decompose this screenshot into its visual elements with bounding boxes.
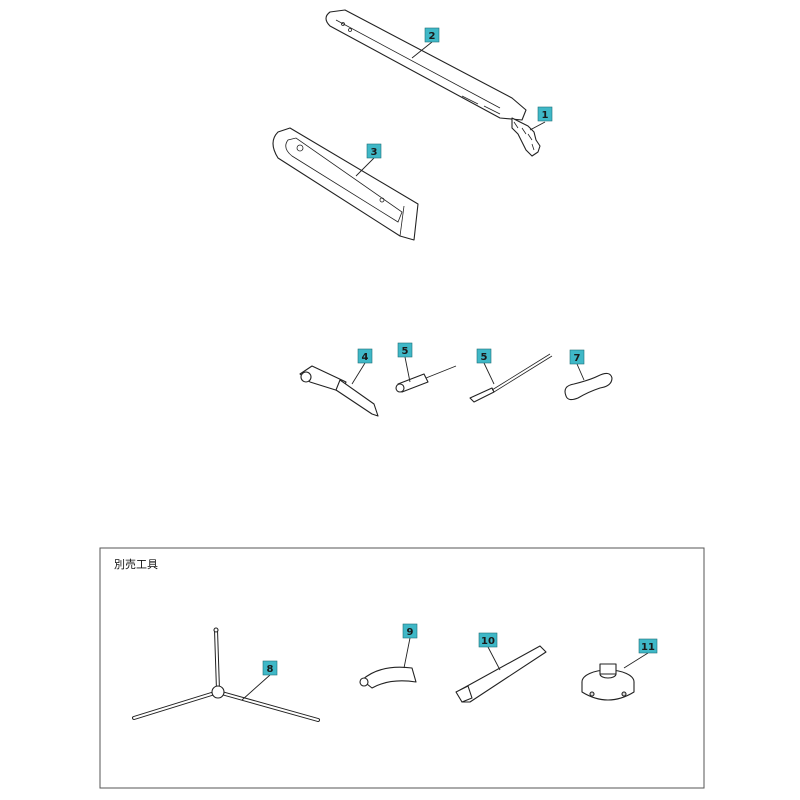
leader-10: [487, 646, 501, 671]
callout-box-2: [424, 27, 440, 43]
callout-11: 11: [641, 642, 655, 653]
callout-7: 7: [574, 353, 581, 364]
callout-box-5a: [397, 342, 413, 358]
guide-bar: [325, 9, 527, 121]
leader-4: [351, 362, 366, 385]
callout-box-5b: [476, 348, 492, 364]
leader-1: [529, 121, 546, 131]
combination-wrench: [299, 365, 379, 417]
callout-box-10: [478, 632, 498, 648]
callout-3: 3: [371, 147, 378, 158]
callout-box-8: [262, 660, 278, 676]
leader-8: [241, 674, 271, 701]
leader-11: [623, 652, 649, 669]
callout-box-9: [402, 623, 418, 639]
callout-box-11: [638, 638, 658, 654]
depth-gauge: [564, 372, 613, 401]
round-file: [469, 353, 553, 403]
three-way-wrench: [132, 627, 320, 722]
hook-tool: [359, 666, 417, 689]
callout-box-1: [537, 106, 553, 122]
callout-8: 8: [267, 664, 274, 675]
callout-box-4: [357, 348, 373, 364]
callout-10: 10: [481, 636, 495, 647]
callout-box-3: [366, 143, 382, 159]
bar-cover: [272, 127, 419, 241]
callout-5b: 5: [481, 352, 488, 363]
optional-tools-frame: [99, 547, 705, 789]
leader-9: [403, 637, 411, 669]
saw-chain: [511, 117, 541, 157]
callout-1: 1: [542, 110, 549, 121]
leader-5a: [404, 356, 411, 383]
clutch-puller: [581, 663, 635, 701]
round-file-holder: [395, 365, 457, 393]
optional-tools-title: 別売工具: [114, 558, 158, 571]
callout-9: 9: [407, 627, 414, 638]
leader-7: [576, 363, 585, 381]
callout-box-7: [569, 349, 585, 365]
callout-5a: 5: [402, 346, 409, 357]
spanner-tool: [455, 645, 547, 703]
leader-3: [355, 157, 375, 177]
callout-2: 2: [429, 31, 436, 42]
callout-4: 4: [362, 352, 369, 363]
leader-5b: [483, 362, 495, 385]
leader-2: [411, 41, 433, 59]
